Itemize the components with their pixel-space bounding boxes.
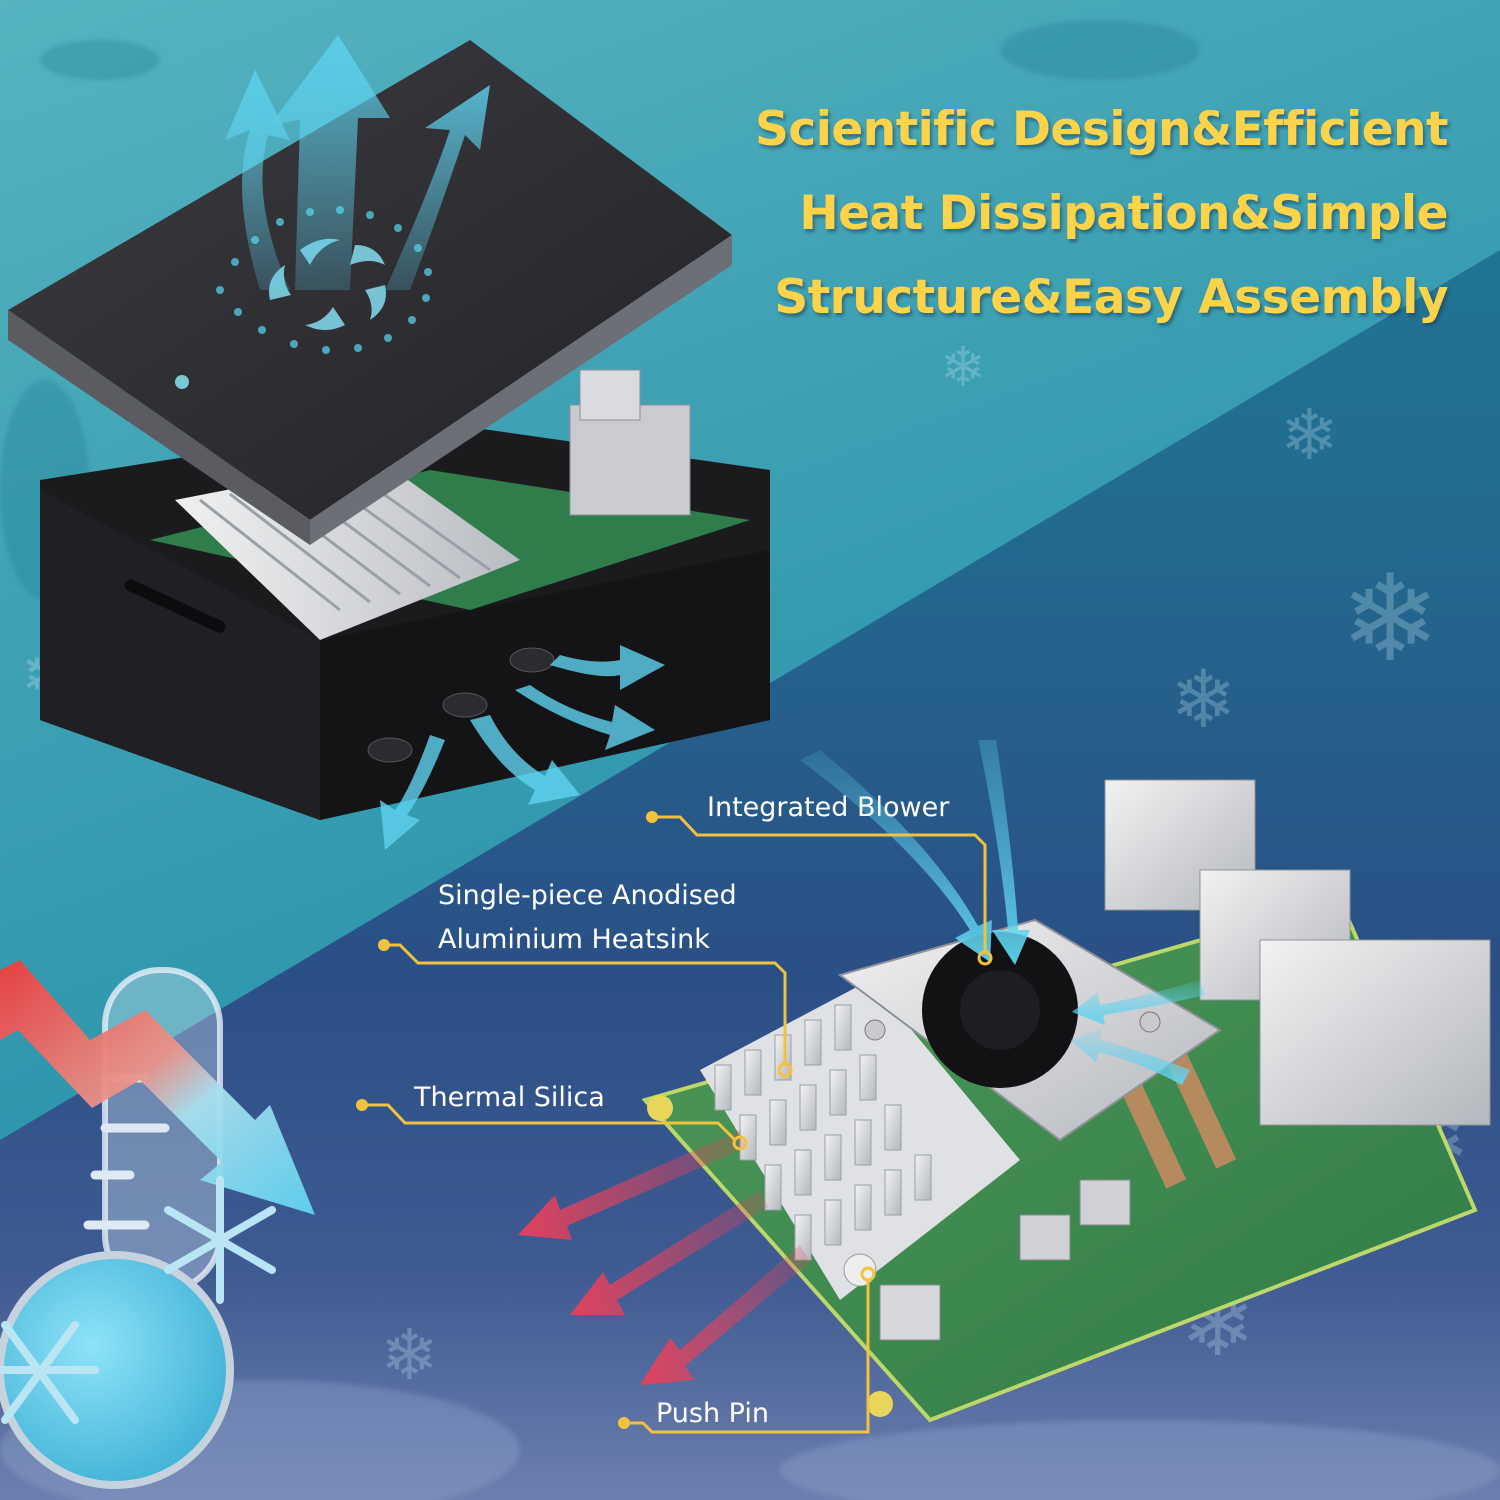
callout-push-pin: Push Pin [656, 1398, 769, 1429]
callout-heatsink-line-1: Single-piece Anodised [438, 880, 737, 911]
frost-texture [1000, 20, 1200, 80]
ethernet-port [1259, 939, 1491, 1126]
sd-slot [124, 579, 226, 633]
headline-line-1: Scientific Design&Efficient [755, 102, 1448, 157]
mount-hole [647, 1095, 673, 1121]
headline-line-2: Heat Dissipation&Simple [799, 186, 1448, 241]
vent-slot [509, 647, 555, 673]
ethernet-port [569, 404, 691, 516]
hdmi-port [1019, 1214, 1071, 1261]
case-lid [8, 40, 732, 545]
blower-hub [960, 970, 1040, 1050]
camera-connector [1115, 1070, 1187, 1189]
callout-thermal-silica: Thermal Silica [414, 1082, 605, 1113]
headline-line-3: Structure&Easy Assembly [774, 270, 1448, 325]
usb-c-port [879, 1284, 941, 1341]
temperature-down-arrow [0, 960, 315, 1215]
snowflake-icon: ❄ [940, 335, 987, 399]
thermometer-graphic [0, 960, 315, 1489]
snowflake-icon: ❄ [1280, 394, 1339, 476]
callout-integrated-blower: Integrated Blower [707, 792, 950, 823]
hdmi-port [1079, 1179, 1131, 1226]
snowflake-icon: ❄ [380, 1314, 439, 1396]
snowflake-icon [164, 1176, 276, 1304]
usb-port [579, 369, 641, 421]
vent-slot [442, 692, 488, 718]
case-illustration [8, 35, 770, 850]
airflow-up-arrows [225, 35, 490, 290]
vent-slot [367, 737, 413, 763]
push-pin [843, 1253, 877, 1287]
frost-texture [780, 1420, 1500, 1500]
board-illustration [518, 740, 1491, 1423]
airflow-side-arrows [380, 645, 665, 850]
snowflake-icon [0, 1321, 99, 1424]
mount-hole [867, 1391, 893, 1417]
snowflake-icon: ❄ [1340, 550, 1441, 689]
frost-texture [40, 40, 160, 80]
snowflake-icon: ❄ [1170, 653, 1238, 746]
thermometer-bulb [0, 1251, 234, 1489]
headline: Scientific Design&Efficient Heat Dissipa… [755, 88, 1448, 340]
screw-icon [864, 1019, 886, 1041]
callout-heatsink-line-2: Aluminium Heatsink [438, 924, 710, 955]
screw-icon [1139, 1011, 1161, 1033]
